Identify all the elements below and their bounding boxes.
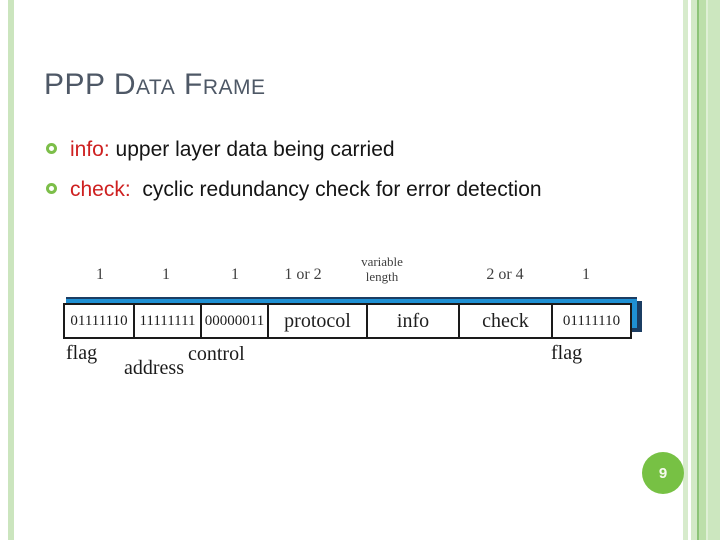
- bullet-text: info: upper layer data being carried: [70, 133, 395, 166]
- field-box-flag-right: 01111110: [551, 303, 632, 339]
- field-box-check: check: [458, 303, 553, 339]
- field-box-info: info: [366, 303, 460, 339]
- size-label-flag-right: 1: [582, 266, 590, 283]
- right-edge-stripe: [699, 0, 706, 540]
- field-box-flag: 01111110: [63, 303, 135, 339]
- field-value: 00000011: [204, 312, 265, 329]
- field-label-flag: flag: [66, 342, 98, 364]
- field-value: info: [396, 309, 430, 332]
- bullet-body: cyclic redundancy check for error detect…: [130, 178, 542, 201]
- right-edge-stripe: [706, 0, 708, 540]
- size-label-control: 1: [231, 266, 239, 283]
- field-label-control: control: [188, 343, 245, 365]
- field-label-address: address: [124, 357, 184, 379]
- size-label-protocol: 1 or 2: [284, 266, 322, 283]
- field-value: protocol: [284, 309, 351, 332]
- right-edge-stripe: [691, 0, 697, 540]
- list-item: info: upper layer data being carried: [44, 133, 592, 166]
- size-label-check: 2 or 4: [486, 266, 524, 283]
- bullet-list: info: upper layer data being carried che…: [44, 133, 592, 213]
- field-value: 11111111: [139, 312, 196, 329]
- field-box-protocol: protocol: [267, 303, 368, 339]
- field-box-address: 11111111: [133, 303, 202, 339]
- size-label-address: 1: [162, 266, 170, 283]
- bullet-body: upper layer data being carried: [109, 138, 395, 161]
- right-edge-stripe: [708, 0, 720, 540]
- bullet-keyword: info:: [70, 138, 110, 161]
- right-edge-stripe: [697, 0, 699, 540]
- frame-field-row: 01111110 11111111 00000011 protocol info…: [63, 303, 632, 339]
- field-value: 01111110: [70, 312, 128, 329]
- bullet-keyword: check:: [70, 178, 131, 201]
- right-edge-stripe: [683, 0, 688, 540]
- bullet-ring-icon: [46, 143, 57, 154]
- field-value: 01111110: [562, 312, 621, 329]
- left-edge-stripe: [8, 0, 14, 540]
- field-label-flag-right: flag: [551, 342, 583, 364]
- bullet-text: check: cyclic redundancy check for error…: [70, 173, 542, 206]
- page-number-badge: 9: [642, 452, 684, 494]
- field-value: check: [482, 309, 529, 332]
- size-label-info: variable length: [361, 254, 403, 284]
- size-label-flag: 1: [96, 266, 104, 283]
- list-item: check: cyclic redundancy check for error…: [44, 173, 592, 206]
- slide-title: PPP Data Frame: [44, 68, 266, 101]
- field-box-control: 00000011: [200, 303, 269, 339]
- bullet-ring-icon: [46, 183, 57, 194]
